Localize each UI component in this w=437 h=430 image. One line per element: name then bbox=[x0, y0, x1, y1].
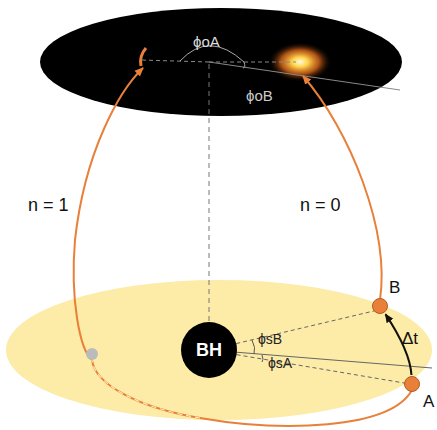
source-angle: ϕsB bbox=[258, 332, 282, 346]
screen-angle: ϕoA bbox=[193, 34, 220, 49]
observer-screen bbox=[40, 8, 402, 116]
node-label: A bbox=[423, 393, 434, 410]
lensed-point bbox=[86, 348, 98, 360]
order-label: n = 0 bbox=[300, 196, 341, 214]
path-occlusion bbox=[92, 360, 200, 418]
photon-path-n1 bbox=[74, 68, 143, 360]
point-b: B bbox=[372, 298, 388, 314]
line-of-sight bbox=[209, 64, 210, 322]
angle-arc bbox=[243, 62, 245, 68]
angle-arc bbox=[252, 340, 255, 354]
source-angle: ϕsA bbox=[268, 356, 292, 370]
order-label: n = 1 bbox=[28, 196, 69, 214]
photon-path-n1 bbox=[92, 360, 412, 426]
black-hole: BH bbox=[181, 322, 237, 378]
screen-axis bbox=[140, 60, 209, 62]
accretion-disk bbox=[6, 280, 432, 420]
photon-path-n0 bbox=[303, 76, 382, 300]
node-label: B bbox=[389, 279, 400, 296]
radius-line bbox=[209, 350, 410, 384]
screen-reference bbox=[209, 62, 400, 90]
angle-arc bbox=[262, 355, 263, 362]
primary-image bbox=[268, 42, 332, 82]
screen-angle: ϕoB bbox=[246, 88, 273, 103]
edge-label: Δt bbox=[402, 330, 418, 347]
node-label: BH bbox=[196, 341, 222, 359]
point-a: A bbox=[404, 376, 420, 392]
secondary-image bbox=[141, 48, 146, 66]
reference-line bbox=[209, 350, 432, 368]
screen-axis bbox=[209, 62, 296, 63]
